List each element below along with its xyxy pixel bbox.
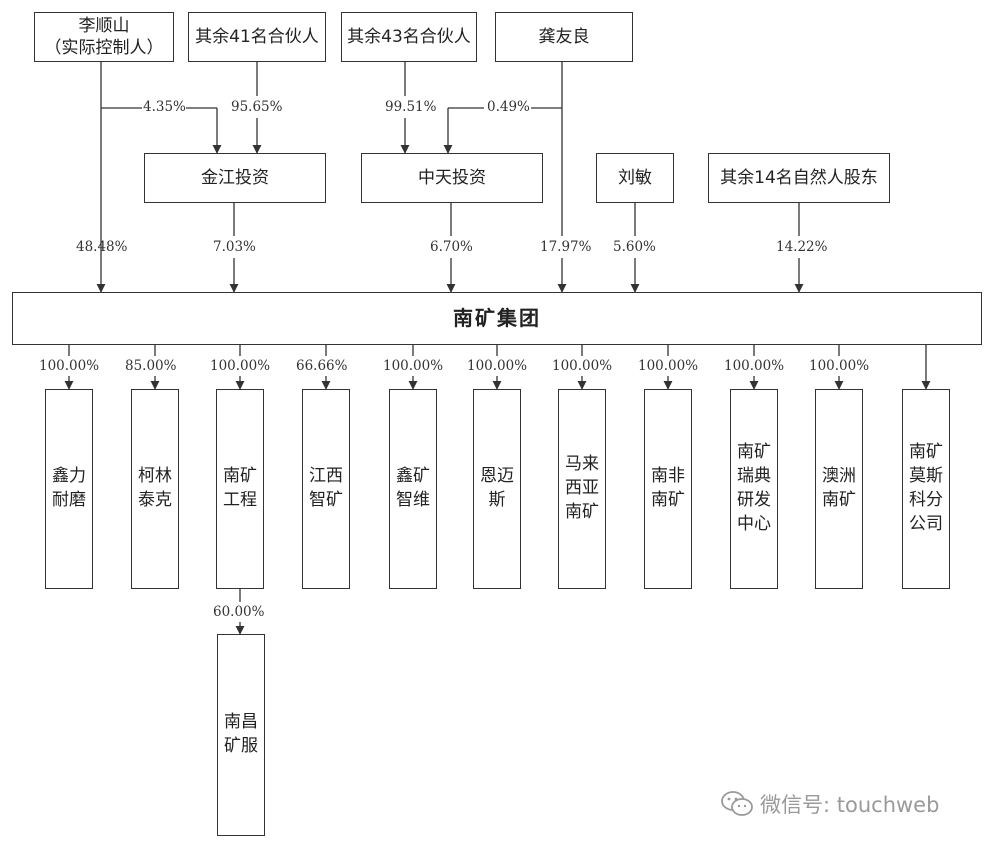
shareholder-box-li-shunshan: 李顺山 （实际控制人） — [34, 12, 174, 62]
subsidiary-label: 南非南矿 — [651, 466, 685, 510]
subsidiary-box: 鑫力耐磨 — [45, 389, 93, 589]
subsidiary-pct: 100.00% — [724, 358, 785, 374]
subsidiary-box: 南矿瑞典研发中心 — [730, 389, 778, 589]
subsidiary-label: 马来西亚南矿 — [565, 454, 599, 522]
shareholder-box-other-14-individuals: 其余14名自然人股东 — [708, 153, 890, 203]
subsidiary-box: 南矿莫斯科分公司 — [902, 389, 950, 589]
pct-o43-to-zhongtian: 99.51% — [385, 99, 437, 115]
subsidiary-pct: 100.00% — [39, 358, 100, 374]
subsidiary-label: 鑫力耐磨 — [52, 466, 86, 510]
pct-li-to-group: 48.48% — [76, 239, 128, 255]
subsidiary-box: 南矿工程 — [216, 389, 264, 589]
holding-label: 金江投资 — [201, 167, 269, 188]
shareholder-label: 李顺山 （实际控制人） — [44, 15, 164, 58]
holding-box-jinjiang-investment: 金江投资 — [144, 153, 326, 203]
wechat-icon — [721, 791, 753, 816]
shareholder-label: 其余41名合伙人 — [195, 26, 319, 47]
subsidiary-box: 马来西亚南矿 — [558, 389, 606, 589]
subsidiary-box-nanchang-kuangfu: 南昌矿服 — [217, 634, 265, 836]
subsidiary-label: 南矿瑞典研发中心 — [737, 442, 771, 534]
subsidiary-pct: 85.00% — [125, 358, 177, 374]
pct-gong-to-zhongtian: 0.49% — [487, 99, 530, 115]
group-label: 南矿集团 — [453, 306, 541, 330]
subsidiary-pct: 100.00% — [809, 358, 870, 374]
shareholder-box-gong-youliang: 龚友良 — [495, 12, 633, 62]
watermark-text: 微信号: touchweb — [760, 793, 940, 817]
pct-gong-to-group: 17.97% — [540, 239, 592, 255]
shareholder-label: 其余14名自然人股东 — [720, 167, 878, 188]
subsidiary-label: 南矿莫斯科分公司 — [909, 442, 943, 534]
group-box-nankuang-group: 南矿集团 — [12, 292, 982, 345]
subsidiary-label: 南矿工程 — [223, 466, 257, 510]
holding-box-zhongtian-investment: 中天投资 — [361, 153, 543, 203]
shareholder-box-other-41-partners: 其余41名合伙人 — [188, 12, 326, 62]
subsidiary-box: 鑫矿智维 — [389, 389, 437, 589]
pct-liumin-to-group: 5.60% — [613, 239, 656, 255]
shareholder-box-other-43-partners: 其余43名合伙人 — [341, 12, 477, 62]
subsidiary-box: 澳洲南矿 — [815, 389, 863, 589]
pct-engineering-to-nanchang: 60.00% — [213, 604, 265, 620]
subsidiary-label: 恩迈斯 — [480, 466, 514, 510]
shareholder-label: 刘敏 — [618, 167, 652, 188]
pct-o14-to-group: 14.22% — [776, 239, 828, 255]
shareholder-label: 其余43名合伙人 — [347, 26, 471, 47]
subsidiary-pct: 66.66% — [296, 358, 348, 374]
subsidiary-label: 南昌矿服 — [224, 712, 258, 756]
pct-li-to-jinjiang: 4.35% — [143, 99, 186, 115]
subsidiary-box: 江西智矿 — [302, 389, 350, 589]
pct-jinjiang-to-group: 7.03% — [213, 239, 256, 255]
subsidiary-pct: 100.00% — [638, 358, 699, 374]
subsidiary-pct: 100.00% — [210, 358, 271, 374]
subsidiary-pct: 100.00% — [467, 358, 528, 374]
subsidiary-label: 鑫矿智维 — [396, 466, 430, 510]
shareholder-label: 龚友良 — [538, 26, 590, 47]
subsidiary-box: 南非南矿 — [644, 389, 692, 589]
subsidiary-label: 柯林泰克 — [138, 466, 172, 510]
watermark: 微信号: touchweb — [720, 789, 939, 819]
subsidiary-label: 江西智矿 — [309, 466, 343, 510]
subsidiary-label: 澳洲南矿 — [822, 466, 856, 510]
pct-zhongtian-to-group: 6.70% — [430, 239, 473, 255]
subsidiary-box: 恩迈斯 — [473, 389, 521, 589]
subsidiary-box: 柯林泰克 — [131, 389, 179, 589]
shareholder-box-liu-min: 刘敏 — [596, 153, 674, 203]
subsidiary-pct: 100.00% — [552, 358, 613, 374]
pct-o41-to-jinjiang: 95.65% — [231, 99, 283, 115]
holding-label: 中天投资 — [418, 167, 486, 188]
subsidiary-pct: 100.00% — [383, 358, 444, 374]
